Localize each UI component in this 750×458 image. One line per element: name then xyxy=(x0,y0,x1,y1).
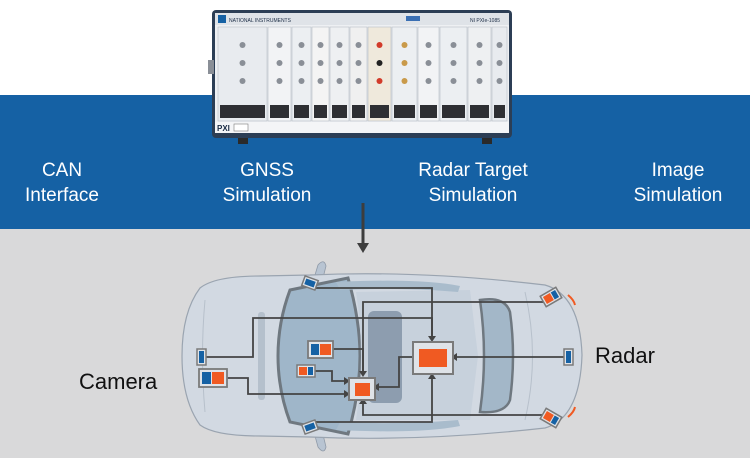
slot-port xyxy=(239,78,246,84)
fusion-ecu xyxy=(348,377,376,401)
system-to-vehicle-arrow xyxy=(357,203,369,253)
slot-port xyxy=(376,60,383,66)
slot-connector xyxy=(294,105,309,118)
slot-connector xyxy=(270,105,289,118)
slot-connector xyxy=(314,105,327,118)
slot-port xyxy=(317,60,324,66)
module-gnss-simulation: GNSS Simulation xyxy=(222,160,312,206)
mirror-sensor-right xyxy=(300,418,320,436)
pxi-chassis: NATIONAL INSTRUMENTS NI PXIe-1085 PXI xyxy=(208,10,512,144)
slot-port xyxy=(317,42,324,48)
module-image-simulation: Image Simulation xyxy=(633,160,723,206)
slot-port xyxy=(355,42,362,48)
signal-connections xyxy=(206,287,564,423)
chassis-slot xyxy=(367,26,392,122)
slot-port xyxy=(336,78,343,84)
slot-port xyxy=(496,78,503,84)
chassis-slot xyxy=(267,26,292,122)
rear-radar-sensor xyxy=(563,348,574,366)
slot-connector xyxy=(470,105,489,118)
slot-port xyxy=(425,42,432,48)
slot-connector xyxy=(442,105,465,118)
slot-port xyxy=(336,42,343,48)
slot-port xyxy=(376,42,383,48)
chassis-slot xyxy=(291,26,312,122)
slot-port xyxy=(450,60,457,66)
slot-connector xyxy=(332,105,347,118)
slot-port xyxy=(336,60,343,66)
chassis-slot xyxy=(329,26,350,122)
slot-connector xyxy=(394,105,415,118)
slot-port xyxy=(239,42,246,48)
slot-connector xyxy=(420,105,437,118)
connection-arrowheads xyxy=(344,336,457,404)
slot-port xyxy=(401,60,408,66)
slot-connector xyxy=(220,105,265,118)
slot-port xyxy=(476,60,483,66)
module-slots xyxy=(217,26,508,122)
slot-port xyxy=(476,78,483,84)
slot-port xyxy=(450,42,457,48)
chassis-slot xyxy=(311,26,330,122)
chassis-slot xyxy=(467,26,492,122)
camera-label: Camera xyxy=(79,369,158,394)
slot-port xyxy=(355,60,362,66)
front-camera-sensor xyxy=(198,368,228,388)
slot-port xyxy=(298,42,305,48)
mirror-sensor-left xyxy=(300,274,320,292)
slot-port xyxy=(425,78,432,84)
slot-connector xyxy=(352,105,365,118)
module-can-interface: CAN Interface xyxy=(25,160,99,206)
model-text: NI PXIe-1085 xyxy=(470,18,500,24)
module-radar-target-simulation: Radar Target Simulation xyxy=(418,160,528,206)
slot-port xyxy=(355,78,362,84)
slot-port xyxy=(376,78,383,84)
slot-port xyxy=(476,42,483,48)
chassis-slot xyxy=(417,26,440,122)
pxi-badge: PXI xyxy=(217,124,230,133)
dash-camera-sensor xyxy=(307,340,334,359)
chassis-slot xyxy=(349,26,368,122)
slot-connector xyxy=(494,105,505,118)
slot-port xyxy=(401,42,408,48)
slot-port xyxy=(239,60,246,66)
slot-port xyxy=(298,78,305,84)
rear-corner-sensor-top xyxy=(539,286,563,308)
ni-logo-icon xyxy=(218,15,226,23)
brand-text: NATIONAL INSTRUMENTS xyxy=(229,18,292,24)
slot-port xyxy=(425,60,432,66)
slot-port xyxy=(276,60,283,66)
slot-port xyxy=(298,60,305,66)
rear-corner-sensor-bottom xyxy=(539,407,563,429)
chassis-slot xyxy=(491,26,508,122)
front-radar-sensor xyxy=(196,348,207,366)
central-ecu xyxy=(412,341,454,375)
slot-port xyxy=(276,78,283,84)
slot-port xyxy=(276,42,283,48)
slot-port xyxy=(496,60,503,66)
interior-sensor xyxy=(296,364,316,378)
slot-port xyxy=(450,78,457,84)
slot-port xyxy=(317,78,324,84)
slot-port xyxy=(401,78,408,84)
radar-label: Radar xyxy=(595,343,655,368)
slot-port xyxy=(496,42,503,48)
slot-connector xyxy=(370,105,389,118)
